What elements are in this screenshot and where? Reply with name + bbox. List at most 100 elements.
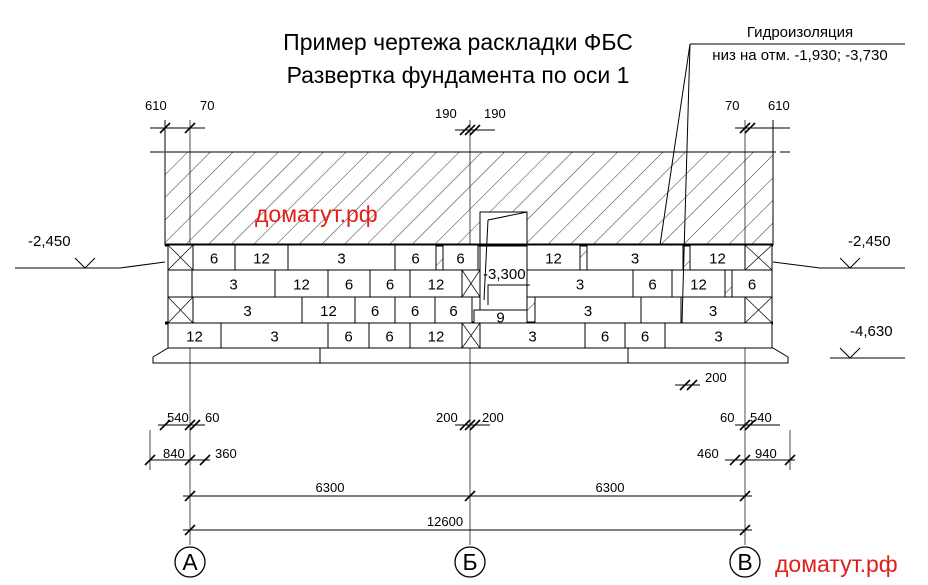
cross-mark (167, 244, 194, 271)
dim-tick (739, 490, 751, 502)
fbs-block (191, 269, 276, 298)
block-label: 3 (243, 303, 251, 320)
dim-tick (469, 124, 481, 136)
dim-top-c190a: 190 (435, 106, 457, 121)
cross-mark (167, 296, 194, 324)
block-label: 12 (428, 277, 445, 294)
filler-insert (724, 269, 733, 298)
block-label: 6 (449, 303, 457, 320)
cross-mark (744, 296, 773, 324)
level-bottom: -4,630 (850, 323, 893, 340)
axis-b: Б (462, 549, 477, 575)
block-label: 3 (576, 277, 584, 294)
dim-tick (739, 524, 751, 536)
fbs-block (664, 322, 773, 349)
cross-mark (744, 244, 773, 271)
fbs-block (409, 322, 463, 349)
axis-v: В (737, 549, 752, 575)
dim-tick (189, 419, 201, 431)
cross-mark (461, 269, 481, 298)
fbs-block (167, 322, 222, 349)
dim-tick (459, 419, 471, 431)
level-right: -2,450 (848, 233, 891, 250)
block-label: 6 (411, 251, 419, 268)
dim-tick (686, 379, 698, 391)
dim-tick (469, 419, 481, 431)
dim-l540: 540 (167, 410, 189, 425)
block-label: 9 (496, 310, 504, 327)
filler-insert (579, 244, 588, 271)
block-label: 6 (385, 329, 393, 346)
dim-tick (744, 122, 756, 134)
block-label: 6 (411, 303, 419, 320)
block-label: 6 (210, 251, 218, 268)
dim-tick (739, 419, 751, 431)
fbs-block (731, 269, 773, 298)
dim-tick (184, 419, 196, 431)
block-label: 3 (528, 329, 536, 346)
block-label: 6 (386, 277, 394, 294)
concrete-wall (164, 151, 774, 246)
dim-tick (184, 122, 196, 134)
dim-tick (464, 419, 476, 431)
block-label: 3 (709, 303, 717, 320)
fbs-block (409, 269, 463, 298)
block-label: 6 (344, 329, 352, 346)
block-label: 3 (229, 277, 237, 294)
dim-tick (159, 122, 171, 134)
watermark-corner: доматут.рф (775, 551, 898, 577)
block-label: 3 (714, 329, 722, 346)
dim-tick (159, 419, 171, 431)
block-label: 3 (270, 329, 278, 346)
title-line-1: Пример чертежа раскладки ФБС (283, 29, 633, 55)
dim-tick (459, 124, 471, 136)
dim-top-r70: 70 (725, 98, 739, 113)
fbs-block (234, 244, 289, 271)
dim-r540: 540 (750, 410, 772, 425)
dim-top-l610: 610 (145, 98, 167, 113)
dim-tick (184, 524, 196, 536)
dim-tick (679, 379, 691, 391)
dim-l60: 60 (205, 410, 219, 425)
fbs-block (327, 322, 370, 349)
dim-tick (784, 454, 796, 466)
fbs-block (287, 244, 396, 271)
block-label: 6 (641, 329, 649, 346)
dim-tick (739, 122, 751, 134)
window-opening (479, 211, 528, 313)
dim-tick (199, 454, 211, 466)
block-label: 12 (253, 251, 270, 268)
fbs-block (327, 269, 371, 298)
filler-insert (435, 244, 444, 271)
block-label: 12 (320, 303, 337, 320)
block-label: 12 (293, 277, 310, 294)
note-line-2: низ на отм. -1,930; -3,730 (712, 47, 887, 64)
dim-r60: 60 (720, 410, 734, 425)
dim-200: 200 (705, 370, 727, 385)
dim-tick (744, 419, 756, 431)
block-label: 12 (428, 329, 445, 346)
dim-tick (464, 124, 476, 136)
dim-r460: 460 (697, 446, 719, 461)
dim-top-l70: 70 (200, 98, 214, 113)
dim-tick (464, 490, 476, 502)
dim-total: 12600 (427, 514, 463, 529)
dim-l840: 840 (163, 446, 185, 461)
fbs-block (689, 244, 746, 271)
block-label: 3 (631, 251, 639, 268)
fbs-block (192, 296, 303, 324)
dim-tick (729, 454, 741, 466)
dim-tick (144, 454, 156, 466)
axis-a: А (182, 549, 198, 575)
level-opening: -3,300 (483, 266, 526, 283)
block-label: 6 (371, 303, 379, 320)
cross-mark (461, 322, 481, 349)
fbs-block (640, 296, 682, 324)
block-label: 6 (345, 277, 353, 294)
note-line-1: Гидроизоляция (747, 24, 853, 41)
fbs-block (442, 244, 479, 271)
dim-r940: 940 (755, 446, 777, 461)
level-left: -2,450 (28, 233, 71, 250)
